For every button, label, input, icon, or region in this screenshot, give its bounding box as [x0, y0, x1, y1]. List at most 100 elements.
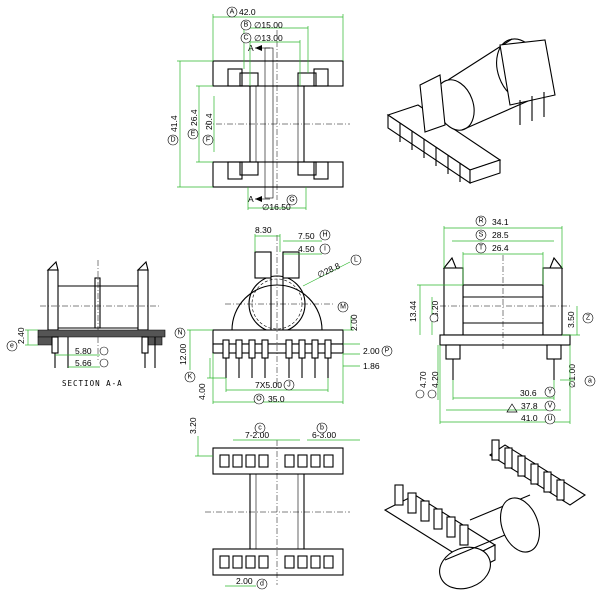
top-view: A A A 42.0 B ∅15.00 C ∅13.00 D 41.4	[167, 6, 350, 212]
dim-y-value: 30.6	[520, 388, 537, 398]
dim-z-marker	[582, 312, 594, 324]
dim-e-letter: E	[191, 131, 196, 138]
dim-580-marker	[99, 346, 109, 356]
dim-t-value: 26.4	[492, 243, 509, 253]
dim-g-letter: G	[289, 197, 294, 204]
dim-h-marker	[319, 229, 331, 241]
dim-b-bot-value: 6-3.00	[312, 430, 336, 440]
dim-c-marker	[240, 32, 252, 44]
dim-1320-marker	[429, 313, 439, 323]
dim-c-bot-value: 7-2.00	[245, 430, 269, 440]
dim-e-marker	[187, 128, 199, 140]
dim-i-marker	[319, 243, 331, 255]
dim-b-value: ∅15.00	[254, 20, 283, 30]
dim-u-letter: U	[547, 416, 552, 423]
dim-m-value: 2.00	[349, 314, 359, 331]
dim-d-marker	[167, 134, 179, 146]
dim-566-marker	[99, 358, 109, 368]
dim-h-value: 7.50	[298, 231, 315, 241]
dim-f-value: 20.4	[204, 113, 214, 130]
dim-j-letter: J	[287, 382, 291, 389]
dim-s-value: 28.5	[492, 230, 509, 240]
dim-j-value: 7X5.00	[255, 380, 282, 390]
dim-k-marker	[184, 371, 196, 383]
dim-f-marker	[202, 134, 214, 146]
dim-o-marker	[253, 393, 265, 405]
dim-c-value: ∅13.00	[254, 33, 283, 43]
dim-m-marker	[337, 301, 349, 313]
dim-z-letter: Z	[586, 315, 591, 322]
dim-n-marker	[174, 327, 186, 339]
dim-l-letter: L	[354, 257, 358, 264]
dim-s-letter: S	[479, 232, 484, 239]
dim-f-letter: F	[206, 137, 210, 144]
dim-e-sec-marker	[6, 340, 18, 352]
dim-470-value: 4.70	[418, 371, 428, 388]
dim-v-value: 37.8	[521, 401, 538, 411]
dim-p-letter: P	[385, 348, 390, 355]
dim-a-small-value: ∅1.00	[567, 364, 577, 388]
dim-y-marker	[544, 386, 556, 398]
dim-o-letter: O	[256, 396, 262, 403]
dim-z-value: 3.50	[566, 311, 576, 328]
dim-h-letter: H	[322, 232, 327, 239]
dim-a-marker	[226, 6, 238, 18]
dim-n-letter: N	[177, 330, 182, 337]
dim-b-bot-marker	[316, 422, 328, 434]
dim-i-letter: I	[324, 246, 326, 253]
dim-d-value: 41.4	[169, 115, 179, 132]
section-view: 2.40 e 5.80 5.66 SECTION A-A	[6, 260, 166, 388]
dim-k-letter: K	[188, 374, 193, 381]
dim-1320-value: 13.20	[430, 300, 440, 322]
dim-l-marker	[350, 254, 362, 266]
dim-e-sec-value: 2.40	[16, 327, 26, 344]
dim-d-bot-marker	[256, 578, 268, 590]
dim-i-value: 4.50	[298, 244, 315, 254]
dim-l-value: ∅28.8	[316, 261, 342, 280]
dim-a-letter: A	[230, 9, 235, 16]
dim-c-letter: C	[243, 35, 248, 42]
dim-m-letter: M	[340, 304, 346, 311]
isometric-view-bottom	[383, 439, 587, 590]
dim-e-sec-letter: e	[10, 343, 14, 350]
front-view: 8.30 7.50 H 4.50 I ∅28.8 L 2.00 M 12.00 …	[174, 225, 393, 405]
dim-b-marker	[240, 19, 252, 31]
dim-p-marker	[381, 345, 393, 357]
dim-a-small-letter: a	[588, 378, 592, 385]
dim-t-letter: T	[479, 245, 484, 252]
dim-g-value: ∅16.50	[262, 202, 291, 212]
dim-d-letter: D	[170, 137, 175, 144]
dim-a-value: 42.0	[239, 7, 256, 17]
dim-186-value: 1.86	[363, 361, 380, 371]
side-view: R 34.1 S 28.5 T 26.4 13.44 13.20 3.50 Z …	[408, 215, 596, 425]
cut-letter-top: A	[248, 43, 254, 53]
dim-r-value: 34.1	[492, 217, 509, 227]
dim-o-value: 35.0	[268, 394, 285, 404]
cut-letter-bottom: A	[248, 194, 254, 204]
dim-566-value: 5.66	[75, 358, 92, 368]
dim-v-marker	[544, 400, 556, 412]
dim-580-value: 5.80	[75, 346, 92, 356]
dim-p-value: 2.00	[363, 346, 380, 356]
dim-b-letter: B	[244, 22, 249, 29]
dim-b-bot-letter: b	[320, 425, 324, 432]
dim-320-value: 3.20	[188, 417, 198, 434]
dim-470-marker	[415, 389, 425, 399]
dim-1344-value: 13.44	[408, 300, 418, 322]
dim-r-marker	[475, 215, 487, 227]
warning-triangle-icon	[506, 403, 518, 413]
dim-d-bot-letter: d	[260, 581, 264, 588]
dim-v-letter: V	[548, 403, 553, 410]
dim-n-value: 12.00	[178, 343, 188, 365]
dim-e-value: 26.4	[189, 109, 199, 126]
dim-j-marker	[283, 379, 295, 391]
dim-u-value: 41.0	[521, 413, 538, 423]
dim-t-marker	[475, 242, 487, 254]
dim-u-marker	[544, 413, 556, 425]
dim-r-letter: R	[478, 218, 483, 225]
dim-k-value: 4.00	[197, 383, 207, 400]
dim-c-bot-marker	[254, 422, 266, 434]
section-label: SECTION A-A	[62, 379, 123, 388]
dim-d-bot-value: 2.00	[236, 576, 253, 586]
